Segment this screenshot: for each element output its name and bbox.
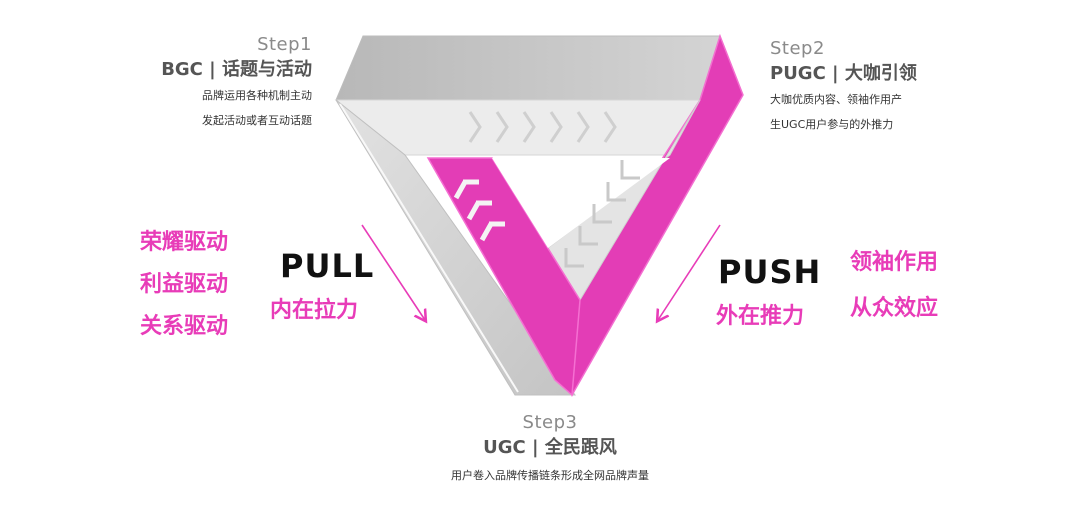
push-subtitle-block: 外在推力 [716,298,804,330]
chevron-up-left-icon [453,179,505,242]
chevron-right-icon [468,111,617,143]
push-driver-herd: 从众效应 [850,296,939,321]
push-drivers: 领袖作用 从众效应 [850,242,938,330]
pull-driver-relation: 关系驱动 [140,314,229,339]
inner-hole [492,158,670,248]
top-bar-face [335,35,721,101]
pull-drivers: 荣耀驱动 利益驱动 关系驱动 [140,222,228,348]
step1-desc-line1: 品牌运用各种机制主动 [202,89,312,102]
push-block: PUSH [718,253,821,291]
pull-driver-benefit: 利益驱动 [140,272,229,297]
step2-desc-line1: 大咖优质内容、领袖作用产 [770,93,902,106]
left-bar-face [335,99,576,396]
push-driver-leader: 领袖作用 [850,250,939,275]
step1-title: BGC | 话题与活动 [161,59,312,80]
pull-block: PULL [280,247,374,285]
push-label: PUSH [718,253,822,291]
pull-driver-honor: 荣耀驱动 [140,230,229,255]
step1-block: Step1 BGC | 话题与活动 品牌运用各种机制主动 发起活动或者互动话题 [161,34,312,133]
step3-desc: 用户卷入品牌传播链条形成全网品牌声量 [451,469,649,482]
step2-block: Step2 PUGC | 大咖引领 大咖优质内容、领袖作用产 生UGC用户参与的… [770,38,917,137]
step1-desc-line2: 发起活动或者互动话题 [202,114,312,127]
step2-label: Step2 [770,38,825,59]
left-inner-pink-strip [426,157,581,397]
chevron-down-left-icon [564,160,640,268]
step2-desc-line2: 生UGC用户参与的外推力 [770,118,894,131]
step3-block: Step3 UGC | 全民跟风 用户卷入品牌传播链条形成全网品牌声量 [400,412,700,488]
step3-label: Step3 [522,412,578,433]
push-subtitle: 外在推力 [716,304,805,329]
arrow-down-right-icon [361,224,425,320]
pull-subtitle: 内在拉力 [270,298,359,323]
step2-title: PUGC | 大咖引领 [770,63,917,84]
pull-label: PULL [280,247,375,285]
step3-title: UGC | 全民跟风 [483,437,617,458]
pull-subtitle-block: 内在拉力 [270,292,358,324]
arrow-down-left-icon [658,224,721,320]
step1-label: Step1 [257,34,312,55]
